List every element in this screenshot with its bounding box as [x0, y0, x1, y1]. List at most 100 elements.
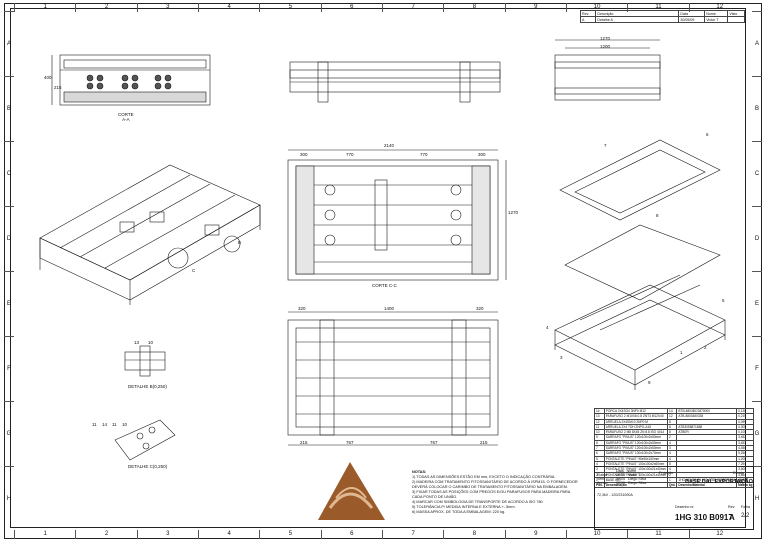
zone-marker: 5	[259, 530, 320, 539]
dim-bottom-lower: 215	[480, 440, 488, 445]
balloon: 5	[722, 298, 725, 303]
zone-marker: C	[4, 141, 14, 206]
dim-bottom-lower: 215	[300, 440, 308, 445]
dim-bottom-seg: 320	[476, 306, 484, 311]
zone-marker: F	[4, 336, 14, 401]
zone-marker: G	[4, 401, 14, 466]
tb-rev-label: Rev.	[728, 505, 736, 509]
tb-revision: A	[729, 513, 735, 522]
rev-cell: Detalhe A	[595, 16, 680, 23]
title-block: Data Nome Elabor. 30/05 Victor T Verif. …	[594, 466, 754, 530]
dim-side-overall: 1270	[508, 210, 519, 215]
dim-top-seg: 300	[478, 152, 486, 157]
zone-marker: 8	[443, 3, 504, 12]
zone-marker: 3	[136, 3, 198, 12]
note-line: 4) MARCAR COM SIMBOLOGIA DE TRANSPORTE D…	[412, 500, 543, 504]
zone-marker: 11	[627, 530, 688, 539]
bom-header-cell: Qtd.	[667, 482, 678, 489]
tb-header-row: Data Nome	[597, 469, 657, 473]
balloon: 6	[706, 132, 709, 137]
zone-marker: D	[4, 206, 14, 271]
zone-marker: 1	[14, 3, 75, 12]
section-aa-label: CORTE A-A	[118, 112, 134, 122]
tb-role: Verif.	[597, 477, 606, 481]
zone-marker: 12	[688, 530, 750, 539]
tb-drawing-number: 1HG 310 B0917	[675, 513, 733, 522]
zone-marker: G	[752, 401, 762, 466]
zone-marker: 9	[504, 3, 566, 12]
tb-date: 30/05	[616, 481, 625, 485]
title-block-signatures: Data Nome Elabor. 30/05 Victor T Verif. …	[597, 469, 657, 485]
dim-bottom-lower: 767	[430, 440, 438, 445]
tb-person: Victor T	[628, 473, 641, 477]
detail-b-view	[124, 345, 166, 377]
zone-marker: D	[752, 206, 762, 271]
note-line: 3) FIXAR TODAS AS POSIÇÕES COM PREGOS E/…	[412, 490, 571, 494]
zone-marker: 8	[443, 530, 504, 539]
zone-marker: 12	[688, 3, 750, 12]
bom-cell: 1,200	[736, 455, 755, 462]
bom-cell: 0,300	[736, 423, 755, 431]
bom-cell: 12	[667, 413, 678, 420]
tb-date: 30/05	[616, 473, 625, 477]
zone-marker: 9	[504, 530, 566, 539]
note-line: 1) TODAS AS DIMENSÕES ESTÃO EM mm, EXCET…	[412, 475, 556, 479]
balloon: 2	[704, 345, 707, 350]
zone-marker: 11	[627, 3, 688, 12]
zone-marker: E	[752, 271, 762, 336]
zone-marker: 4	[197, 530, 259, 539]
note-line: 5) TOLERÂNCIA P/ MEDIDA INTERNA E EXTERN…	[412, 505, 516, 509]
isometric-assembly-left	[39, 164, 261, 305]
balloon: 8	[656, 213, 659, 218]
end-view-top-right	[554, 39, 661, 101]
zone-marker: F	[752, 336, 762, 401]
dim-right-top-overall: 1270	[600, 36, 611, 41]
balloon: B	[238, 240, 242, 245]
bom-cell: PARAFUSO 2 M8 8X45 ZN 8.8 ISO 4014	[603, 429, 669, 436]
zone-marker: E	[4, 271, 14, 336]
bom-cell: 0,100	[736, 429, 755, 436]
dim-top-seg: 770	[346, 152, 354, 157]
note-line: 2) MADEIRA COM TRATAMENTO FITOSSANITÁRIO…	[412, 480, 578, 484]
bom-cell: 0,130	[736, 407, 755, 415]
dim-top-overall: 2140	[384, 143, 395, 148]
dim-top-seg: 300	[300, 152, 308, 157]
zone-marker: H	[752, 466, 762, 531]
zone-marker: B	[752, 76, 762, 141]
dim-bottom-overall: 1400	[384, 306, 395, 311]
bom-cell: 4,450	[736, 445, 755, 452]
balloon: 11	[92, 422, 97, 427]
zone-marker: 7	[381, 3, 443, 12]
balloon: 9	[648, 380, 651, 385]
tb-sign-row: Aprov. 30/05 Diego Silva	[597, 481, 657, 485]
bom-cell: PARAFUSO 2 M10X8.0.8 ZNT3 M12X40	[603, 413, 669, 420]
bom-cell: 5,250	[736, 450, 755, 457]
bom-cell: SARRAFO "PINUS" 120x100x2x50mm	[603, 434, 669, 441]
tb-projection-label: Projeção	[659, 471, 674, 475]
detail-c-label: DETALHE C(0,250)	[128, 464, 168, 469]
tb-title: BASE DAL EXPORTAÇÃO	[685, 479, 753, 485]
balloon: 13	[134, 340, 140, 345]
zone-marker: 6	[320, 530, 382, 539]
zone-marker: 10	[565, 530, 627, 539]
bom-cell: 0,219	[736, 413, 755, 420]
tb-sheet: 2/2	[741, 513, 750, 519]
balloon: 11	[112, 422, 117, 427]
tb-person: Diego Silva	[628, 481, 647, 485]
zone-marker: A	[4, 11, 14, 76]
rev-cell: Victor T	[704, 16, 729, 23]
section-aa-view	[51, 54, 211, 106]
zone-marker: 1	[14, 530, 75, 539]
zone-marker: 2	[75, 530, 136, 539]
zone-marker: 4	[197, 3, 259, 12]
zone-marker: H	[4, 466, 14, 531]
note-line: CADA PONTO DE UNIÃO.	[412, 495, 458, 499]
dim-left-top: 400	[44, 75, 52, 80]
